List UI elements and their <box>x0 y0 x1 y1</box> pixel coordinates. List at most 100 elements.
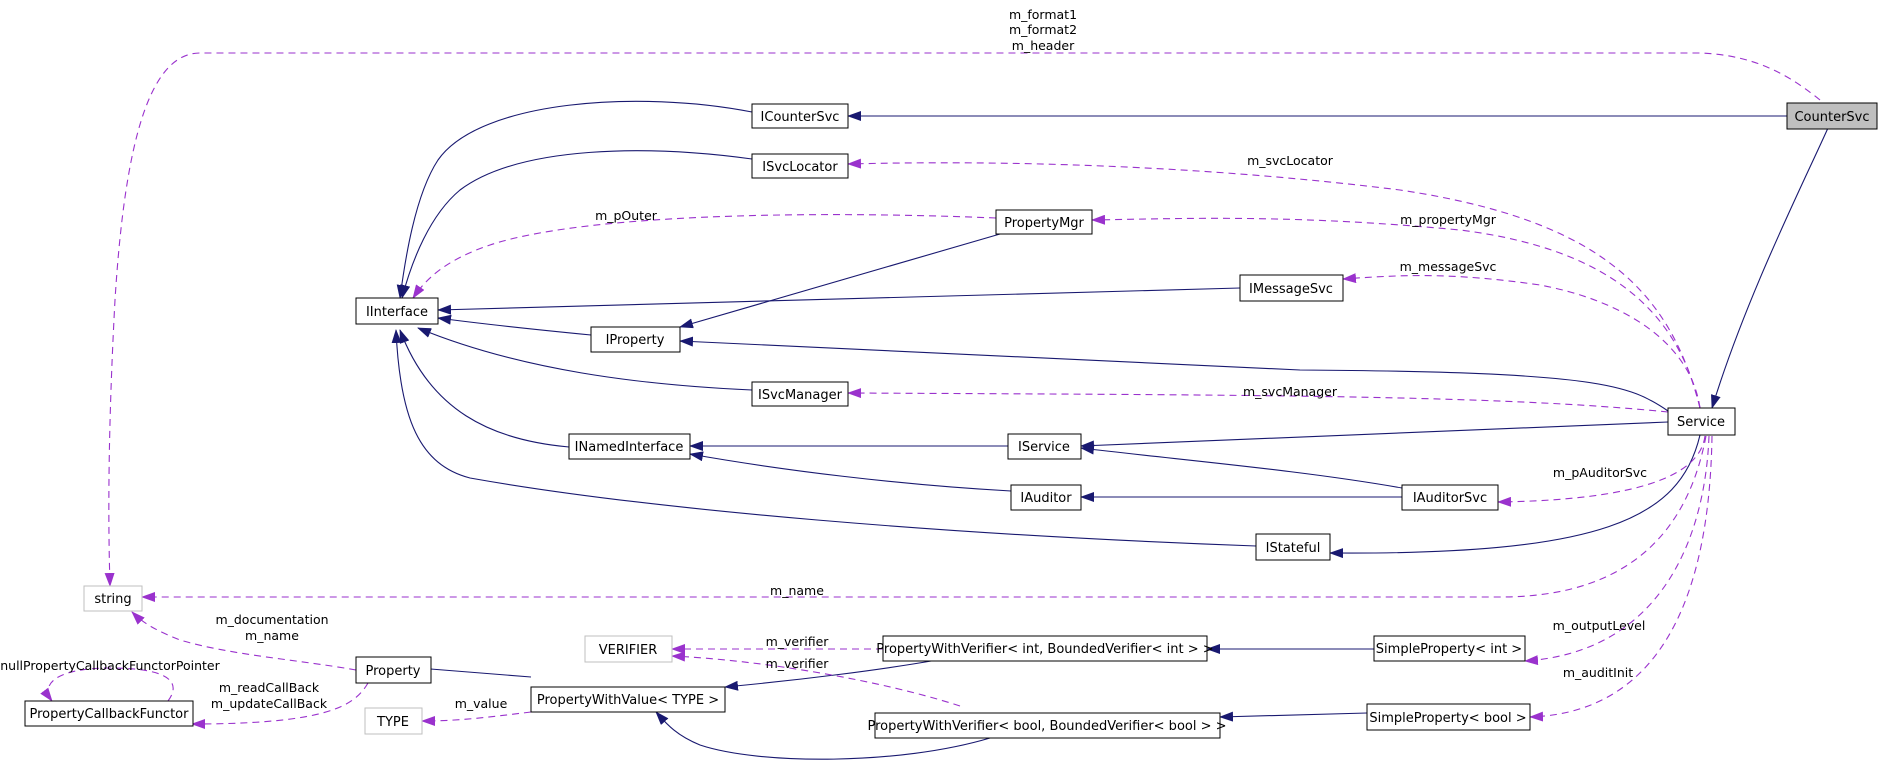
node-property[interactable]: Property <box>355 656 432 684</box>
label-svclocator: m_svcLocator <box>1247 153 1334 168</box>
node-iauditor[interactable]: IAuditor <box>1010 484 1082 511</box>
edge-usage-countersvc-string <box>104 52 1821 587</box>
node-istateful[interactable]: IStateful <box>1255 533 1331 561</box>
edge-service-iproperty <box>679 336 1669 412</box>
node-type[interactable]: TYPE <box>364 707 423 735</box>
node-service[interactable]: Service <box>1667 407 1736 436</box>
label-name: m_name <box>770 583 824 598</box>
node-type-label: TYPE <box>376 715 409 730</box>
edge-usage-service-simplebool <box>1529 435 1713 722</box>
label-header: m_header <box>1012 38 1075 53</box>
node-iproperty[interactable]: IProperty <box>590 326 681 353</box>
label-svcmanager: m_svcManager <box>1243 384 1338 399</box>
edge-inamedinterface-iinterface <box>399 329 570 448</box>
edge-usage-service-propertymgr <box>1091 214 1701 409</box>
node-pwv-bool[interactable]: PropertyWithVerifier< bool, BoundedVerif… <box>867 712 1227 739</box>
node-propertywithvalue-label: PropertyWithValue< TYPE > <box>537 693 719 708</box>
edge-usage-pcf-self <box>40 667 174 702</box>
label-updatecallback: m_updateCallBack <box>211 696 328 711</box>
label-name2: m_name <box>245 628 299 643</box>
node-inamedinterface[interactable]: INamedInterface <box>568 433 691 460</box>
label-verifier1: m_verifier <box>766 634 830 649</box>
node-iproperty-label: IProperty <box>606 333 665 348</box>
node-simpleproperty-int[interactable]: SimpleProperty< int > <box>1373 635 1526 662</box>
edge-service-iservice <box>1080 421 1669 451</box>
edge-usage-service-string <box>141 435 1707 602</box>
edge-countersvc-service <box>1711 127 1829 409</box>
node-iinterface-label: IInterface <box>366 305 428 320</box>
edge-usage-property-pcf <box>191 682 369 729</box>
node-icountersvc-label: ICounterSvc <box>761 110 840 125</box>
edge-usage-service-simpleint <box>1524 435 1710 666</box>
label-outputlevel: m_outputLevel <box>1553 618 1646 633</box>
node-property-label: Property <box>365 664 420 679</box>
node-isvcmanager[interactable]: ISvcManager <box>751 381 849 407</box>
edge-pwvint-propertywithvalue <box>724 659 938 691</box>
node-simpleproperty-bool[interactable]: SimpleProperty< bool > <box>1366 703 1531 731</box>
label-verifier2: m_verifier <box>766 656 830 671</box>
edge-iproperty-iinterface <box>437 314 592 336</box>
label-format1: m_format1 <box>1009 7 1077 22</box>
edge-usage-property-string <box>131 611 357 671</box>
edge-istateful-iinterface <box>391 329 1257 547</box>
node-propertycallbackfunctor[interactable]: PropertyCallbackFunctor <box>24 700 194 727</box>
label-messagesvc: m_messageSvc <box>1400 259 1497 274</box>
node-imessagesvc-label: IMessageSvc <box>1249 282 1333 297</box>
node-string[interactable]: string <box>83 585 143 612</box>
node-propertywithvalue[interactable]: PropertyWithValue< TYPE > <box>530 686 726 713</box>
node-propertymgr-label: PropertyMgr <box>1004 216 1084 231</box>
node-inamedinterface-label: INamedInterface <box>575 440 684 455</box>
node-service-label: Service <box>1677 415 1725 430</box>
node-simpleproperty-int-label: SimpleProperty< int > <box>1376 642 1522 657</box>
label-readcallback: m_readCallBack <box>219 680 320 695</box>
label-pouter: m_pOuter <box>595 208 658 223</box>
node-verifier-label: VERIFIER <box>599 643 658 658</box>
node-string-label: string <box>94 592 131 607</box>
edge-icountersvc-iinterface <box>396 100 753 299</box>
edge-simplebool-pwvbool <box>1219 711 1368 722</box>
node-countersvc[interactable]: CounterSvc <box>1786 102 1878 130</box>
nodes: CounterSvc ICounterSvc ISvcLocator Prope… <box>24 102 1878 739</box>
edge-labels: m_format1 m_format2 m_header m_svcLocato… <box>0 7 1647 711</box>
edge-propertymgr-iproperty <box>679 233 1001 329</box>
node-isvcmanager-label: ISvcManager <box>758 388 843 403</box>
label-pauditorsvc: m_pAuditorSvc <box>1553 465 1647 480</box>
node-pwv-int[interactable]: PropertyWithVerifier< int, BoundedVerifi… <box>876 635 1214 662</box>
edge-usage-propertymgr-iinterface <box>412 214 997 299</box>
node-iservice[interactable]: IService <box>1007 433 1082 460</box>
edge-iauditorsvc-iservice <box>1080 444 1403 489</box>
edge-usage-service-imessagesvc <box>1342 273 1701 409</box>
node-iinterface[interactable]: IInterface <box>355 297 439 325</box>
label-format2: m_format2 <box>1009 22 1077 37</box>
node-pwv-bool-label: PropertyWithVerifier< bool, BoundedVerif… <box>867 719 1226 734</box>
node-simpleproperty-bool-label: SimpleProperty< bool > <box>1369 711 1526 726</box>
node-countersvc-label: CounterSvc <box>1794 110 1869 125</box>
label-documentation: m_documentation <box>215 612 328 627</box>
label-nullcallback: nullPropertyCallbackFunctorPointer <box>0 658 220 673</box>
edge-pwvbool-propertywithvalue <box>655 711 991 760</box>
edge-service-istateful <box>1329 434 1701 559</box>
node-verifier[interactable]: VERIFIER <box>584 635 673 663</box>
node-isvclocator[interactable]: ISvcLocator <box>751 153 849 179</box>
edge-usage-pwv-type <box>421 711 532 726</box>
node-iauditorsvc-label: IAuditorSvc <box>1413 491 1487 506</box>
usage-edges <box>40 52 1821 729</box>
node-icountersvc[interactable]: ICounterSvc <box>751 103 849 129</box>
edge-usage-pwvbool-verifier <box>671 651 961 707</box>
edge-usage-service-iauditorsvc <box>1497 435 1706 507</box>
node-isvclocator-label: ISvcLocator <box>762 160 838 175</box>
node-pwv-int-label: PropertyWithVerifier< int, BoundedVerifi… <box>876 642 1213 657</box>
node-imessagesvc[interactable]: IMessageSvc <box>1239 274 1344 302</box>
inheritance-edges <box>391 100 1829 760</box>
label-auditinit: m_auditInit <box>1563 665 1633 680</box>
edge-isvclocator-iinterface <box>400 150 753 299</box>
node-propertymgr[interactable]: PropertyMgr <box>995 209 1093 235</box>
node-propertycallbackfunctor-label: PropertyCallbackFunctor <box>30 707 190 722</box>
node-iauditorsvc[interactable]: IAuditorSvc <box>1401 484 1499 511</box>
edge-usage-service-isvclocator <box>847 158 1701 409</box>
edge-isvcmanager-iinterface <box>417 327 753 391</box>
node-iauditor-label: IAuditor <box>1020 491 1072 506</box>
node-iservice-label: IService <box>1018 440 1070 455</box>
edge-iauditor-inamedinterface <box>689 451 1012 492</box>
